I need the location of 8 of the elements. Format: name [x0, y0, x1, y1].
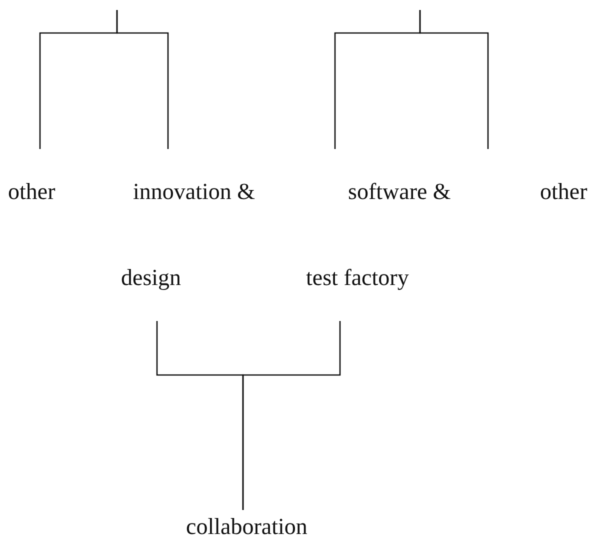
- connector-line: [419, 10, 489, 149]
- node-label: other: [540, 178, 588, 206]
- connector-line: [116, 10, 169, 149]
- node-label: software & test factory: [306, 178, 452, 292]
- node-label: other: [8, 178, 56, 206]
- node-label: collaboration: [186, 513, 308, 541]
- node-label: innovation & design: [121, 178, 256, 292]
- connector-line: [242, 321, 341, 510]
